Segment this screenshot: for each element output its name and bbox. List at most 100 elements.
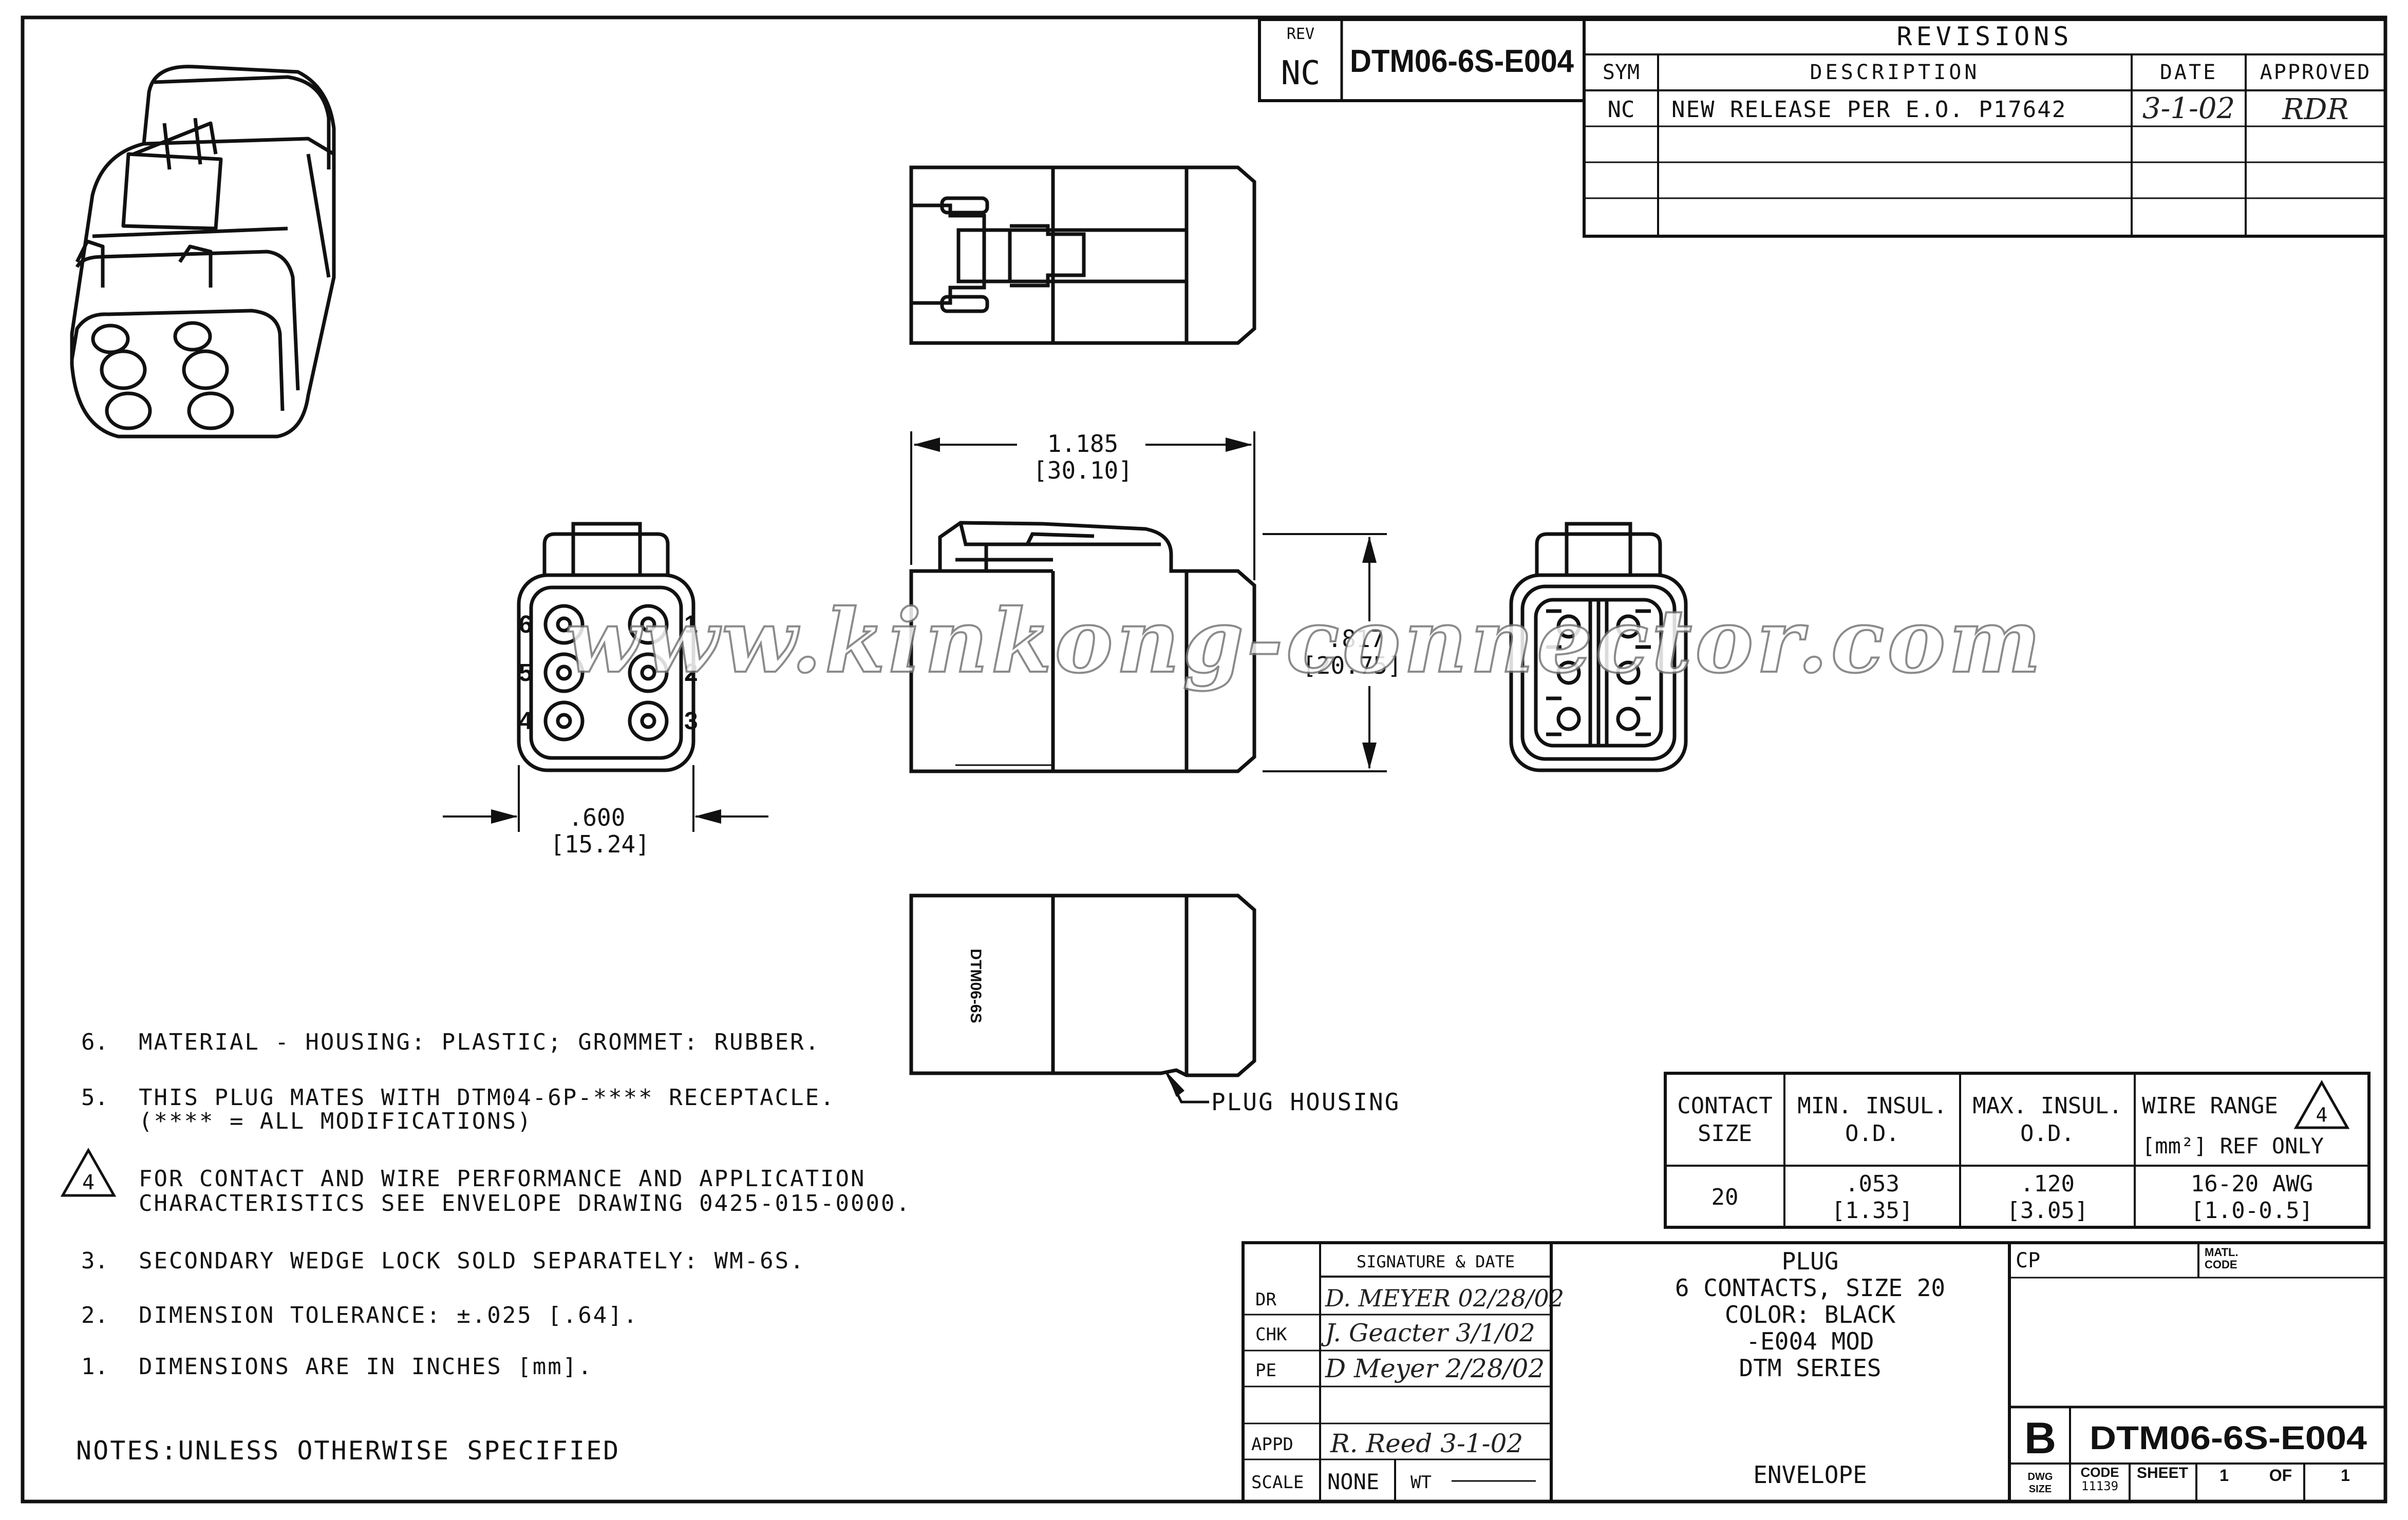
ct-header-min-l2: O.D. [1845,1120,1899,1147]
size-letter: B [2024,1414,2056,1463]
cp-label: CP [2016,1249,2040,1272]
wt-label: WT [1410,1472,1432,1493]
desc-line-2: 6 CONTACTS, SIZE 20 [1675,1274,1945,1302]
note-5-text: THIS PLUG MATES WITH DTM04-6P-**** RECEP… [139,1085,836,1111]
dim-height-in: .817 [1328,625,1385,653]
plug-housing-leader: PLUG HOUSING [1164,1070,1400,1116]
ct-wire-awg: 16-20 AWG [2191,1171,2313,1197]
notes-footer: NOTES:UNLESS OTHERWISE SPECIFIED [76,1436,620,1466]
sig-value-chk: J. Geacter 3/1/02 [1321,1319,1535,1347]
rev-row-date: 3-1-02 [2142,92,2235,125]
notes: 6. MATERIAL - HOUSING: PLASTIC; GROMMET:… [60,1029,911,1466]
top-title-block: REV NC DTM06-6S-E004 [1258,18,1586,102]
sig-role-pe: PE [1255,1360,1276,1381]
ct-header-wire-l2: [mm²] REF ONLY [2142,1133,2324,1158]
sig-role-dr: DR [1255,1289,1276,1310]
ct-max-in: .120 [2020,1171,2075,1197]
scale-value: NONE [1327,1469,1379,1494]
desc-line-4: -E004 MOD [1746,1327,1874,1355]
matl-label-1: MATL. [2205,1246,2238,1259]
isometric-view [70,65,336,439]
code-label: CODE [2080,1465,2119,1480]
contact-table: CONTACT SIZE MIN. INSUL. O.D. MAX. INSUL… [1664,1072,2371,1229]
ct-header-size-l2: SIZE [1698,1120,1752,1147]
top-part-number: DTM06-6S-E004 [1350,44,1574,79]
ct-header-size-l1: CONTACT [1677,1093,1772,1119]
note-3-num: 3. [81,1248,108,1274]
ct-header-max-l1: MAX. INSUL. [1972,1093,2122,1119]
top-view [909,165,1256,345]
sheet-border [21,15,2387,1504]
dimension-height: .817 [20.75] [1263,533,1402,772]
revisions-table: REVISIONS SYM DESCRIPTION DATE APPROVED … [1583,18,2387,238]
dim-length-in: 1.185 [1047,430,1118,458]
of-value: 1 [2341,1466,2350,1485]
note-6-text: MATERIAL - HOUSING: PLASTIC; GROMMET: RU… [139,1029,820,1055]
cavity-6-label: 6 [519,611,533,638]
note-1-num: 1. [81,1354,108,1380]
cavity-4-label: 4 [519,708,533,735]
dwg-size-label-2: SIZE [2029,1484,2052,1495]
bottom-view: DTM06-6S [909,894,1256,1077]
rev-row-approved: RDR [2282,93,2348,126]
desc-footer: ENVELOPE [1753,1461,1867,1489]
ct-min-in: .053 [1845,1171,1899,1197]
dim-height-mm: [20.75] [1302,652,1402,679]
rev-label: REV [1287,25,1314,43]
note-4-text: FOR CONTACT AND WIRE PERFORMANCE AND APP… [139,1166,866,1192]
of-label: OF [2269,1466,2292,1485]
note-2-text: DIMENSION TOLERANCE: ±.025 [.64]. [139,1302,638,1328]
housing-marking: DTM06-6S [967,948,984,1023]
matl-label-2: CODE [2205,1258,2237,1271]
scale-label: SCALE [1251,1472,1304,1493]
dwg-size-label-1: DWG [2028,1471,2053,1483]
dimension-width: .600 [15.24] [443,765,768,858]
cavity-5-label: 5 [519,659,533,687]
wire-range-triangle-icon [2293,1079,2350,1129]
desc-line-5: DTM SERIES [1739,1354,1882,1382]
note-4-text2: CHARACTERISTICS SEE ENVELOPE DRAWING 042… [139,1190,911,1217]
note-3-text: SECONDARY WEDGE LOCK SOLD SEPARATELY: WM… [139,1248,805,1274]
sig-value-pe: D Meyer 2/28/02 [1325,1354,1545,1383]
note-5-num: 5. [81,1085,108,1111]
watermark: www.kinkong-connector.com [566,590,2044,693]
rev-header-approved: APPROVED [2260,61,2372,84]
sig-value-appd: R. Reed 3-1-02 [1330,1429,1523,1458]
rev-value: NC [1281,54,1320,92]
cavity-1-label: 1 [684,611,698,638]
note-2-num: 2. [81,1302,108,1328]
bottom-part-number: DTM06-6S-E004 [2090,1419,2367,1456]
sheet-value: 1 [2219,1466,2229,1485]
ct-min-mm: [1.35] [1832,1198,1913,1224]
front-view [517,522,695,772]
sig-role-appd: APPD [1251,1434,1293,1455]
ct-header-wire-note: 4 [2316,1104,2328,1126]
note-6-num: 6. [81,1029,108,1055]
rev-row-description: NEW RELEASE PER E.O. P17642 [1671,97,2066,123]
sig-value-dr: D. MEYER 02/28/02 [1325,1284,1564,1312]
dim-width-in: .600 [569,804,626,831]
cavity-numbers: 1 2 3 4 5 6 [519,611,698,735]
ct-wire-mm: [1.0-0.5] [2191,1198,2313,1224]
plug-housing-label: PLUG HOUSING [1211,1088,1400,1116]
desc-line-3: COLOR: BLACK [1725,1301,1896,1328]
note-4-triangle-icon [60,1147,117,1197]
sheet-label: SHEET [2137,1465,2188,1481]
ct-size-value: 20 [1711,1184,1739,1210]
side-view [909,521,1256,773]
ct-header-min-l1: MIN. INSUL. [1797,1093,1947,1119]
ct-header-wire-l1: WIRE RANGE [2142,1093,2278,1119]
note-4-num: 4 [82,1171,95,1194]
cavity-2-label: 2 [684,659,698,687]
note-5-text2: (**** = ALL MODIFICATIONS) [139,1108,533,1134]
dimension-length: 1.185 [30.10] [910,430,1255,580]
revisions-title: REVISIONS [1897,22,2073,51]
ct-max-mm: [3.05] [2007,1198,2089,1224]
desc-line-1: PLUG [1782,1247,1839,1275]
rev-header-description: DESCRIPTION [1810,61,1980,84]
rev-header-sym: SYM [1603,61,1640,84]
note-1-text: DIMENSIONS ARE IN INCHES [mm]. [139,1354,593,1380]
description-block: PLUG 6 CONTACTS, SIZE 20 COLOR: BLACK -E… [1550,1241,2011,1503]
dim-width-mm: [15.24] [550,830,650,858]
